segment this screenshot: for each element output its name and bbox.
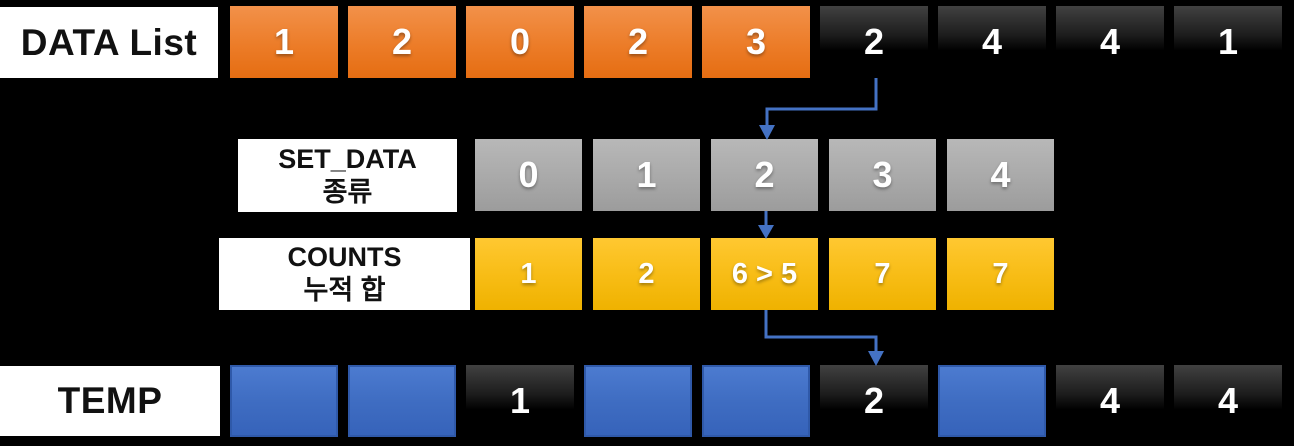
set-data-cell: 0: [475, 139, 582, 211]
data-list-label-text: DATA List: [20, 21, 198, 63]
temp-row: 1 2 4 4: [230, 365, 1282, 437]
arrowhead-setdata: [759, 125, 775, 140]
data-list-label: DATA List: [0, 7, 218, 78]
temp-cell: [230, 365, 338, 437]
data-list-cell: 3: [702, 6, 810, 78]
data-list-cell: 1: [230, 6, 338, 78]
counts-cell: 1: [475, 238, 582, 310]
data-list-cell: 0: [466, 6, 574, 78]
counts-row: 1 2 6 > 5 7 7: [475, 238, 1054, 310]
data-list-cell: 4: [1056, 6, 1164, 78]
arrowhead-counts: [758, 225, 774, 239]
temp-label-text: TEMP: [57, 380, 163, 421]
counts-cell: 7: [947, 238, 1054, 310]
temp-cell: [348, 365, 456, 437]
set-data-cell: 2: [711, 139, 818, 211]
data-list-cell: 1: [1174, 6, 1282, 78]
counts-cell: 7: [829, 238, 936, 310]
counts-label-line1: COUNTS: [287, 242, 402, 273]
set-data-cell: 1: [593, 139, 700, 211]
set-data-label-line1: SET_DATA: [278, 143, 417, 174]
data-list-cell: 2: [348, 6, 456, 78]
set-data-label-line2: 종류: [322, 176, 373, 207]
temp-cell: 4: [1056, 365, 1164, 437]
temp-cell: [584, 365, 692, 437]
counts-label: COUNTS 누적 합: [219, 238, 470, 310]
temp-cell: [702, 365, 810, 437]
counts-cell: 2: [593, 238, 700, 310]
counts-cell: 6 > 5: [711, 238, 818, 310]
data-list-row: 1 2 0 2 3 2 4 4 1: [230, 6, 1282, 78]
arrow-data-to-setdata: [765, 78, 878, 126]
set-data-cell: 4: [947, 139, 1054, 211]
temp-cell: 1: [466, 365, 574, 437]
temp-cell: 4: [1174, 365, 1282, 437]
temp-cell: [938, 365, 1046, 437]
counts-label-line2: 누적 합: [303, 275, 386, 305]
arrowhead-temp: [868, 351, 884, 366]
set-data-cell: 3: [829, 139, 936, 211]
data-list-cell: 4: [938, 6, 1046, 78]
temp-cell: 2: [820, 365, 928, 437]
temp-label: TEMP: [0, 366, 220, 436]
arrow-counts-to-temp: [764, 310, 878, 352]
set-data-label: SET_DATA 종류: [238, 139, 457, 212]
set-data-row: 0 1 2 3 4: [475, 139, 1054, 211]
data-list-cell: 2: [820, 6, 928, 78]
data-list-cell: 2: [584, 6, 692, 78]
